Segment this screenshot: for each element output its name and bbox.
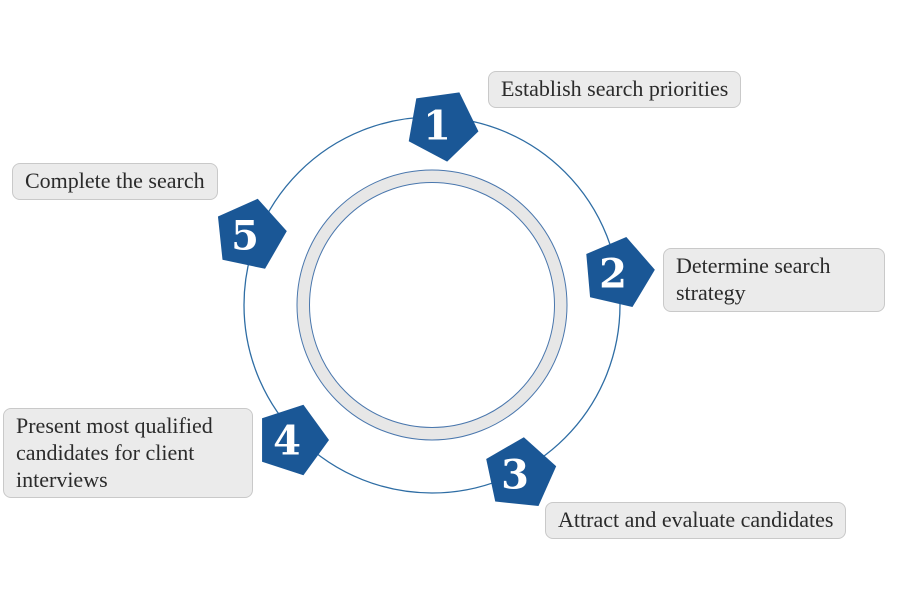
- step-marker-5: [217, 198, 287, 269]
- pentagon-icon: [262, 404, 329, 476]
- inner-ring-band: [297, 170, 567, 440]
- step-number-3: 3: [501, 452, 529, 499]
- step-marker-1: [408, 92, 479, 162]
- step-label-complete-the-search: Complete the search: [12, 163, 218, 200]
- step-marker-4: [262, 404, 329, 476]
- step-number-5: 5: [231, 213, 259, 260]
- step-label-present-most-qualified-candidates: Present most qualified candidates for cl…: [3, 408, 253, 499]
- step-number-4: 4: [273, 418, 301, 465]
- inner-ring-outer-edge: [296, 169, 568, 441]
- step-marker-2: [586, 236, 655, 308]
- step-number-2: 2: [599, 251, 627, 298]
- step-marker-3: [486, 437, 557, 507]
- pentagon-icon: [408, 92, 479, 162]
- step-number-1: 1: [423, 103, 451, 150]
- pentagon-icon: [217, 198, 287, 269]
- step-label-determine-search-strategy: Determine search strategy: [663, 248, 885, 312]
- step-label-establish-search-priorities: Establish search priorities: [488, 71, 742, 108]
- step-label-attract-and-evaluate-candidates: Attract and evaluate candidates: [545, 502, 847, 539]
- pentagon-icon: [586, 236, 655, 308]
- pentagon-icon: [486, 437, 557, 507]
- inner-ring-inner-edge: [309, 182, 555, 428]
